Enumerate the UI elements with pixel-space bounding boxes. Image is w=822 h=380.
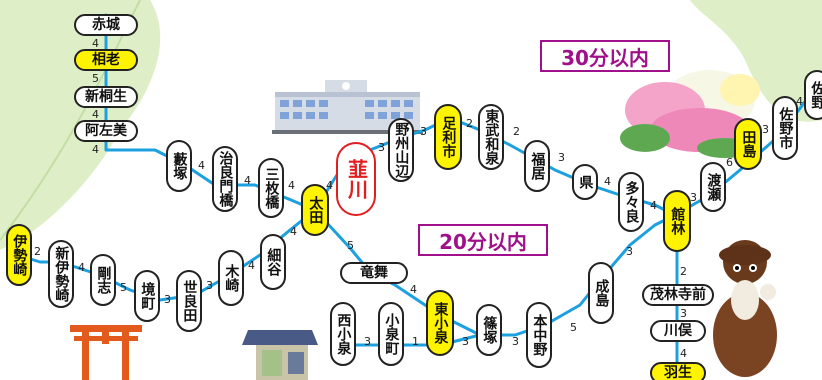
travel-time: 4 bbox=[410, 283, 417, 296]
travel-time: 4 bbox=[92, 37, 99, 50]
station-goshi[interactable]: 剛志 bbox=[90, 254, 116, 306]
travel-time: 4 bbox=[92, 143, 99, 156]
station-jiryomonbashi[interactable]: 治良門橋 bbox=[212, 146, 238, 212]
station-yashuyamabe[interactable]: 野州山辺 bbox=[388, 118, 414, 182]
hut-icon bbox=[242, 330, 318, 380]
travel-time: 3 bbox=[364, 335, 371, 348]
station-kawamata[interactable]: 川俣 bbox=[650, 320, 706, 342]
station-fukui[interactable]: 福居 bbox=[524, 140, 550, 192]
travel-time: 4 bbox=[198, 159, 205, 172]
travel-time: 3 bbox=[690, 191, 697, 204]
travel-time: 4 bbox=[78, 261, 85, 274]
station-ashikagashi[interactable]: 足利市 bbox=[434, 104, 462, 170]
zone-20min-label: 20分以内 bbox=[418, 224, 548, 256]
travel-time: 4 bbox=[92, 108, 99, 121]
travel-time: 5 bbox=[92, 72, 99, 85]
travel-time: 3 bbox=[462, 335, 469, 348]
azalea-flowers-icon bbox=[620, 70, 760, 158]
travel-time: 1 bbox=[412, 335, 419, 348]
travel-time: 2 bbox=[513, 125, 520, 138]
travel-time: 3 bbox=[164, 293, 171, 306]
university-building-icon bbox=[272, 80, 423, 134]
station-serada[interactable]: 世良田 bbox=[176, 270, 202, 332]
station-watarase[interactable]: 渡瀬 bbox=[700, 162, 726, 212]
travel-time: 6 bbox=[726, 156, 733, 169]
station-hosoya[interactable]: 細谷 bbox=[260, 234, 286, 290]
station-isesaki[interactable]: 伊勢崎 bbox=[6, 224, 32, 286]
station-narushima[interactable]: 成島 bbox=[588, 262, 614, 324]
travel-time: 4 bbox=[290, 225, 297, 238]
station-tajima[interactable]: 田島 bbox=[734, 118, 762, 170]
travel-time: 4 bbox=[604, 175, 611, 188]
travel-time: 3 bbox=[378, 141, 385, 154]
travel-time: 3 bbox=[762, 123, 769, 136]
travel-time: 5 bbox=[120, 281, 127, 294]
station-agata[interactable]: 県 bbox=[572, 164, 598, 200]
travel-time: 5 bbox=[347, 239, 354, 252]
travel-time: 2 bbox=[466, 117, 473, 130]
travel-time: 3 bbox=[512, 335, 519, 348]
station-motonakano[interactable]: 本中野 bbox=[526, 302, 552, 368]
station-tobuizumi[interactable]: 東武和泉 bbox=[478, 104, 504, 170]
travel-time: 4 bbox=[796, 95, 803, 108]
station-tatebayashi[interactable]: 館林 bbox=[663, 190, 691, 252]
station-aioi[interactable]: 相老 bbox=[74, 49, 138, 71]
station-ota[interactable]: 太田 bbox=[301, 184, 329, 236]
station-shinkiryu[interactable]: 新桐生 bbox=[74, 86, 138, 108]
station-sanoshi[interactable]: 佐野市 bbox=[772, 96, 798, 160]
travel-time: 4 bbox=[326, 179, 333, 192]
station-hanyu[interactable]: 羽生 bbox=[650, 362, 706, 380]
station-yabuzuka[interactable]: 藪塚 bbox=[166, 140, 192, 192]
station-ryumai[interactable]: 竜舞 bbox=[340, 262, 408, 284]
station-koizumimachi[interactable]: 小泉町 bbox=[378, 302, 404, 366]
travel-time: 3 bbox=[420, 125, 427, 138]
station-nira[interactable]: 韮川 bbox=[336, 142, 376, 216]
travel-time: 4 bbox=[244, 174, 251, 187]
travel-time: 3 bbox=[558, 151, 565, 164]
leaf-decoration-right bbox=[690, 0, 822, 122]
station-shinisesaki[interactable]: 新伊勢崎 bbox=[48, 240, 74, 308]
station-nishikoizumi[interactable]: 西小泉 bbox=[330, 302, 356, 366]
station-sano[interactable]: 佐野 bbox=[804, 70, 822, 120]
station-azami[interactable]: 阿左美 bbox=[74, 120, 138, 142]
station-morinjimae[interactable]: 茂林寺前 bbox=[642, 284, 714, 306]
travel-time: 4 bbox=[680, 347, 687, 360]
zone-30min-label: 30分以内 bbox=[540, 40, 670, 72]
travel-time: 3 bbox=[626, 245, 633, 258]
station-higashikoizumi[interactable]: 東小泉 bbox=[426, 290, 454, 356]
travel-time: 4 bbox=[248, 259, 255, 272]
travel-time: 3 bbox=[680, 307, 687, 320]
koizumi-line-west bbox=[343, 333, 482, 347]
travel-time: 4 bbox=[288, 179, 295, 192]
station-mikajima[interactable]: 三枚橋 bbox=[258, 158, 284, 218]
travel-time: 3 bbox=[206, 279, 213, 292]
travel-time: 5 bbox=[570, 321, 577, 334]
travel-time: 2 bbox=[34, 245, 41, 258]
travel-time: 4 bbox=[650, 199, 657, 212]
travel-time: 2 bbox=[680, 265, 687, 278]
station-akagi[interactable]: 赤城 bbox=[74, 14, 138, 36]
station-shinozuka[interactable]: 篠塚 bbox=[476, 304, 502, 356]
torii-gate-icon bbox=[70, 325, 142, 380]
station-sakaimachi[interactable]: 境町 bbox=[134, 270, 160, 322]
station-kizaki[interactable]: 木崎 bbox=[218, 250, 244, 306]
station-tatara[interactable]: 多々良 bbox=[618, 172, 644, 232]
tanuki-statue-icon bbox=[713, 240, 777, 377]
